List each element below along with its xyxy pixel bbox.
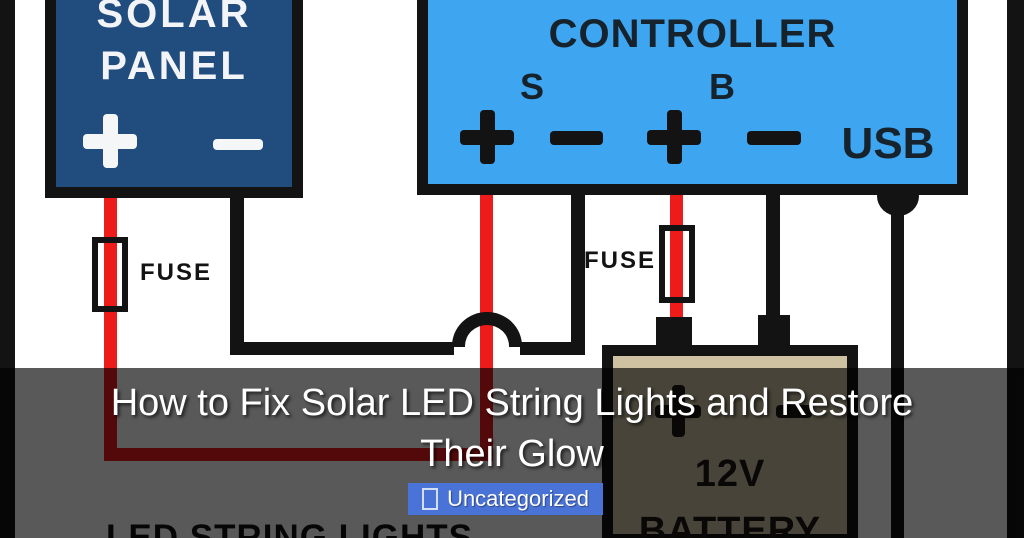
battery-terminal-positive [656, 317, 692, 347]
wire-controller-s-negative [571, 188, 585, 355]
wire-panel-negative [230, 188, 244, 355]
controller-b-label: B [709, 66, 735, 107]
controller-label: CONTROLLER [548, 12, 837, 56]
solar-plus-icon [83, 114, 137, 168]
wire-black-horizontal-2 [520, 342, 585, 355]
controller-box [417, 0, 968, 195]
solar-minus-icon [213, 139, 263, 150]
wire-crossover-bridge [452, 312, 522, 347]
category-badge[interactable]: Uncategorized [408, 483, 603, 515]
solar-panel-label-line1: SOLAR [96, 0, 252, 36]
wire-controller-b-negative [766, 188, 780, 318]
post-title-line2: Their Glow [420, 433, 604, 475]
controller-s-plus-icon [460, 110, 514, 164]
fuse-right-label: FUSE [584, 247, 657, 274]
controller-s-label: S [519, 66, 544, 107]
category-badge-label: Uncategorized [447, 486, 589, 511]
wire-controller-b-positive [670, 188, 683, 320]
post-title-line1: How to Fix Solar LED String Lights and R… [110, 382, 914, 424]
wire-black-horizontal-1 [230, 342, 454, 355]
controller-usb-label: USB [841, 119, 935, 168]
solar-panel-box [45, 0, 303, 198]
fuse-left [92, 237, 128, 312]
battery-terminal-negative [758, 315, 790, 347]
category-folder-icon [422, 488, 439, 510]
fuse-left-label: FUSE [140, 259, 213, 286]
controller-s-minus-icon [550, 131, 603, 145]
controller-b-plus-icon [647, 110, 701, 164]
controller-b-minus-icon [747, 131, 801, 145]
fuse-right [659, 225, 695, 303]
solar-panel-label-line2: PANEL [100, 44, 248, 88]
